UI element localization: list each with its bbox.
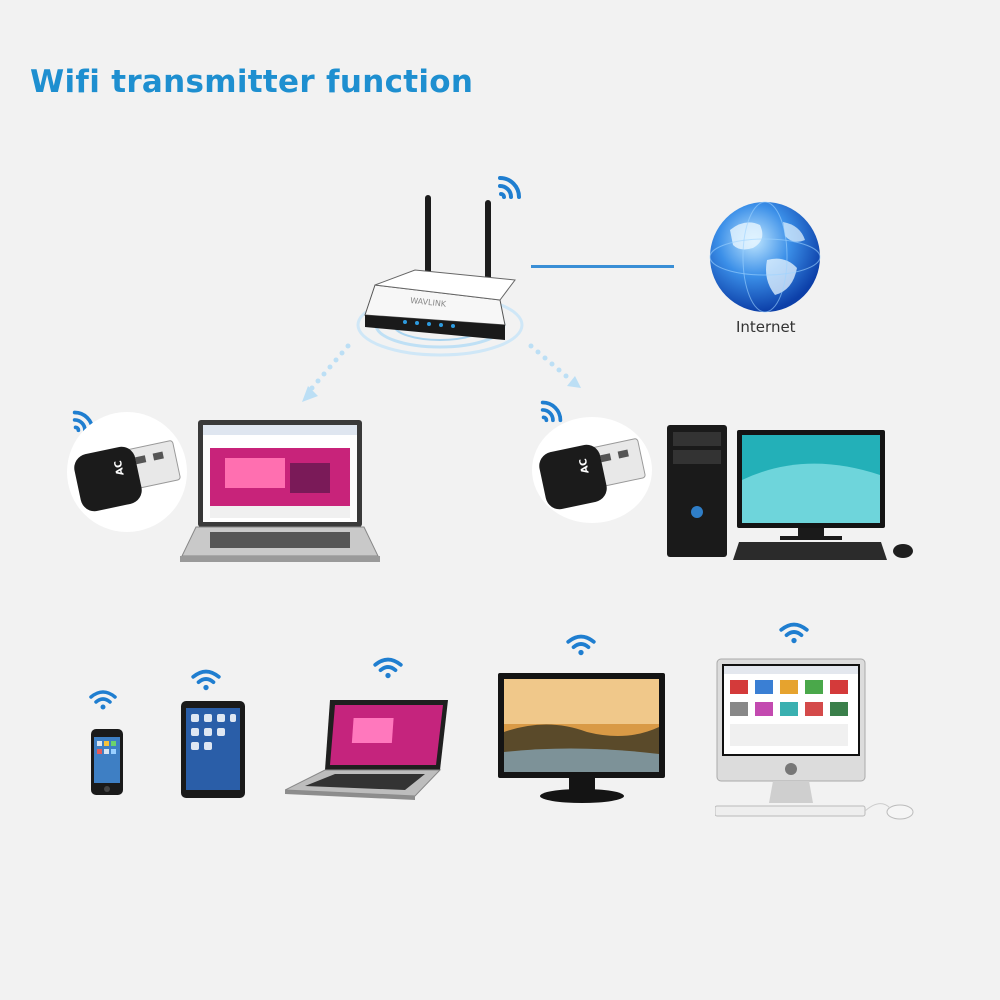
smartphone-icon	[90, 728, 124, 796]
globe-icon	[705, 200, 830, 315]
wifi-signal-icon	[565, 632, 597, 656]
internet-label: Internet	[736, 318, 796, 336]
signal-arrow-right	[525, 340, 585, 395]
monitor-icon	[497, 672, 667, 807]
wifi-signal-icon	[495, 170, 525, 200]
desktop-pc-icon	[665, 420, 920, 565]
imac-icon	[715, 658, 920, 823]
laptop-icon	[285, 698, 450, 803]
diagram-title: Wifi transmitter function	[30, 64, 473, 100]
router-internet-link	[531, 265, 674, 268]
wifi-signal-icon	[778, 620, 810, 644]
wifi-signal-icon	[190, 667, 222, 691]
signal-arrow-left	[300, 340, 360, 410]
wifi-signal-icon	[372, 655, 404, 679]
usb-adapter-icon: AC	[65, 410, 190, 535]
laptop-icon	[180, 418, 380, 563]
usb-adapter-icon: AC	[530, 415, 655, 525]
router-icon: WAVLINK	[355, 175, 525, 365]
tablet-icon	[180, 700, 246, 800]
wifi-signal-icon	[88, 688, 118, 710]
